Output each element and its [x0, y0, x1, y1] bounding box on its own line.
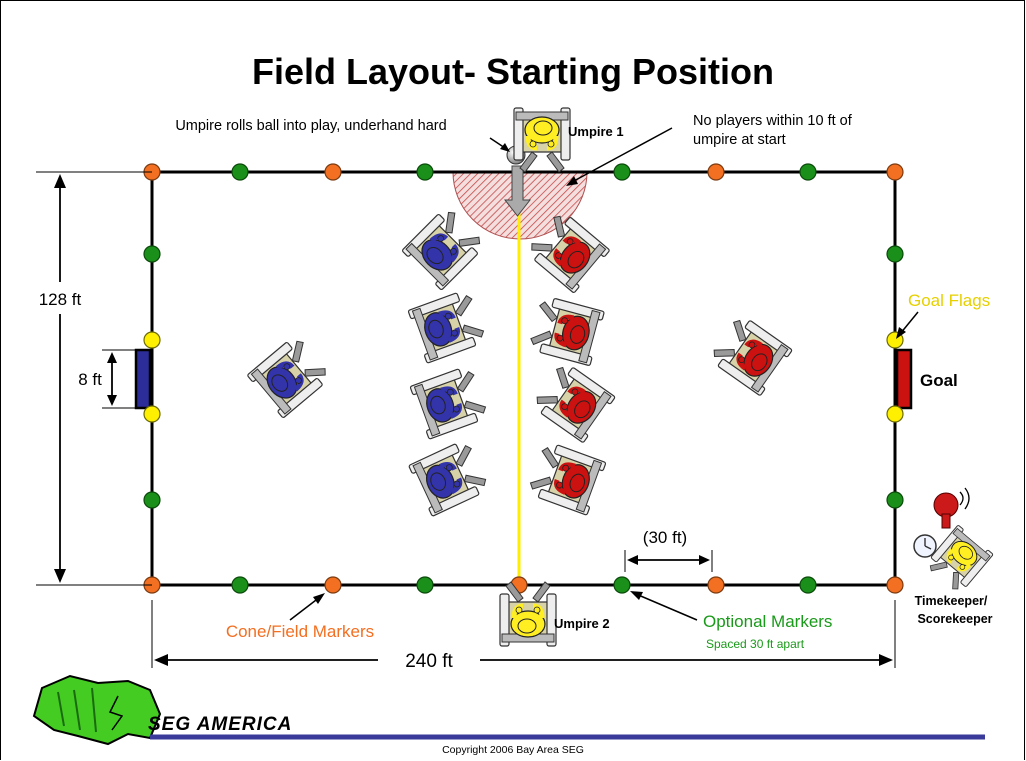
blue-player	[409, 439, 491, 517]
svg-text:SEG AMERICA: SEG AMERICA	[148, 714, 292, 735]
cone-markers-leader	[289, 596, 321, 621]
copyright-text: Copyright 2006 Bay Area SEG	[442, 744, 584, 756]
leader-arrowhead	[313, 593, 325, 604]
roll-direction-arrow	[503, 165, 532, 217]
red-player	[708, 313, 793, 396]
right-goal	[895, 348, 913, 410]
goal-flags-label: Goal Flags	[908, 291, 990, 310]
blue-player	[247, 334, 332, 418]
timekeeper-figure	[924, 525, 993, 595]
timekeeper-label-line2: Scorekeeper	[917, 612, 992, 626]
cone-marker	[886, 576, 904, 594]
goal-flag	[886, 405, 904, 423]
dimension-arrowhead	[699, 555, 710, 565]
leader-arrowhead	[630, 591, 643, 600]
spacing-label: (30 ft)	[643, 528, 687, 547]
optional-marker	[799, 163, 817, 181]
clock-icon	[913, 534, 937, 558]
dimension-arrowhead	[107, 352, 117, 363]
leader-arrowhead	[896, 327, 906, 339]
dimension-arrowhead	[879, 654, 893, 666]
width-label: 240 ft	[405, 651, 453, 672]
seg-america-logo: SEG AMERICA	[32, 674, 292, 746]
cone-marker	[324, 163, 342, 181]
slide-title: Field Layout- Starting Position	[252, 51, 774, 92]
umpire-rolls-label: Umpire rolls ball into play, underhand h…	[175, 118, 446, 134]
dimension-arrowhead	[54, 569, 66, 583]
dimension-arrowhead	[107, 395, 117, 406]
no-players-label-line1: No players within 10 ft of	[693, 113, 853, 129]
optional-marker	[231, 576, 249, 594]
red-player	[527, 441, 606, 516]
dimension-arrowhead	[627, 555, 638, 565]
blue-player	[410, 365, 489, 440]
left-goal	[134, 348, 152, 410]
cone-markers-label: Cone/Field Markers	[226, 622, 374, 641]
optional-marker	[799, 576, 817, 594]
umpire-2-label: Umpire 2	[554, 616, 610, 631]
dimension-arrowhead	[54, 174, 66, 188]
cone-marker	[707, 163, 725, 181]
blue-player	[408, 289, 487, 364]
optional-marker	[613, 576, 631, 594]
optional-marker	[416, 576, 434, 594]
height-label: 128 ft	[39, 290, 82, 309]
umpire-2	[500, 582, 556, 646]
goal-width-label: 8 ft	[78, 370, 102, 389]
cone-marker	[707, 576, 725, 594]
red-player	[528, 295, 604, 366]
goal-flag	[143, 331, 161, 349]
cone-marker	[886, 163, 904, 181]
optional-marker	[143, 245, 161, 263]
timekeeper-label-line1: Timekeeper/	[915, 594, 988, 608]
red-player	[531, 360, 616, 443]
optional-markers-label: Optional Markers	[703, 612, 832, 631]
leader-arrowhead	[566, 176, 578, 186]
optional-marker	[143, 491, 161, 509]
cone-marker	[324, 576, 342, 594]
dimension-arrowhead	[154, 654, 168, 666]
optional-marker	[886, 245, 904, 263]
optional-marker	[231, 163, 249, 181]
optional-markers-sublabel: Spaced 30 ft apart	[706, 637, 805, 651]
optional-marker	[886, 491, 904, 509]
no-players-label-line2: umpire at start	[693, 132, 786, 148]
leader-arrowhead	[500, 143, 510, 152]
umpire-1-label: Umpire 1	[568, 124, 624, 139]
no-players-leader	[571, 127, 673, 183]
goal-label: Goal	[920, 371, 958, 390]
optional-marker	[613, 163, 631, 181]
bell-icon	[933, 487, 970, 529]
optional-marker	[416, 163, 434, 181]
umpire-1	[514, 108, 570, 172]
goal-flag	[143, 405, 161, 423]
optional-markers-leader	[635, 593, 698, 621]
